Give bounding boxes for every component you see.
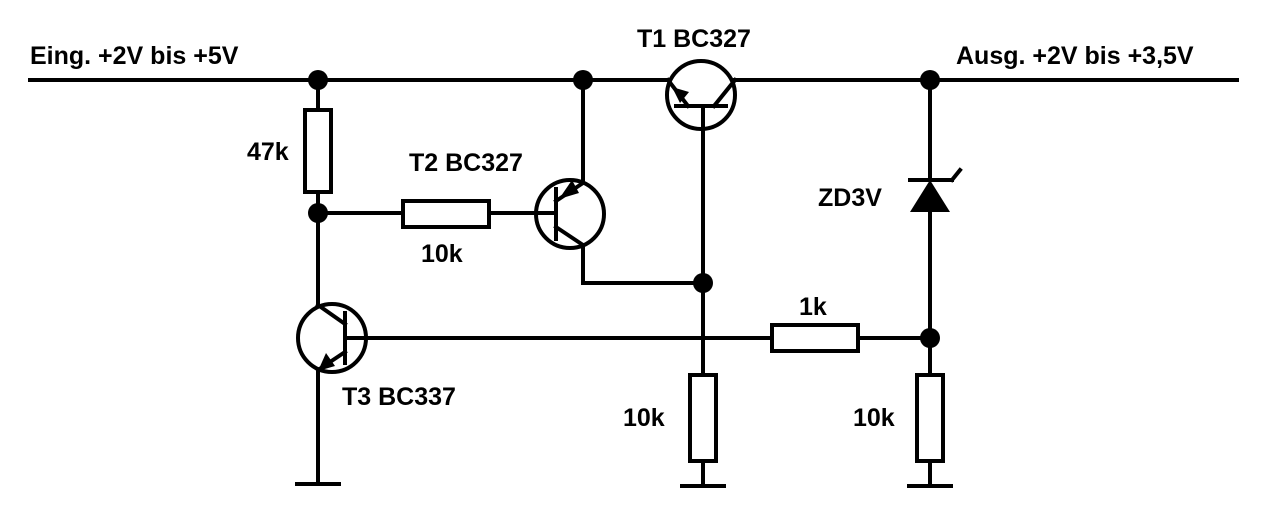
zener-label: ZD3V [818,184,882,212]
t1-label: T1 BC327 [637,25,751,53]
resistor-47k [303,78,333,307]
resistor-1k [770,323,932,353]
transistor-t1 [665,59,738,377]
r47k-label: 47k [247,138,289,166]
r1k-label: 1k [799,293,827,321]
zener-diode [908,78,963,377]
junction-dot [920,70,940,90]
r10k-base-label: 10k [421,240,463,268]
t3-label: T3 BC337 [342,383,456,411]
junction-dot [573,70,593,90]
output-label: Ausg. +2V bis +3,5V [956,42,1194,70]
transistor-t2 [534,78,705,285]
junction-dots [308,70,940,348]
t2-label: T2 BC327 [409,149,523,177]
transistor-t3 [296,302,774,486]
junction-dot [308,70,328,90]
r10k-middle-label: 10k [623,404,665,432]
junction-dot [920,328,940,348]
input-label: Eing. +2V bis +5V [30,42,239,70]
junction-dot [693,273,713,293]
resistor-10k-right [915,373,945,488]
resistor-10k-middle [688,373,718,488]
r10k-right-label: 10k [853,404,895,432]
resistor-10k-base [316,199,555,229]
junction-dot [308,203,328,223]
